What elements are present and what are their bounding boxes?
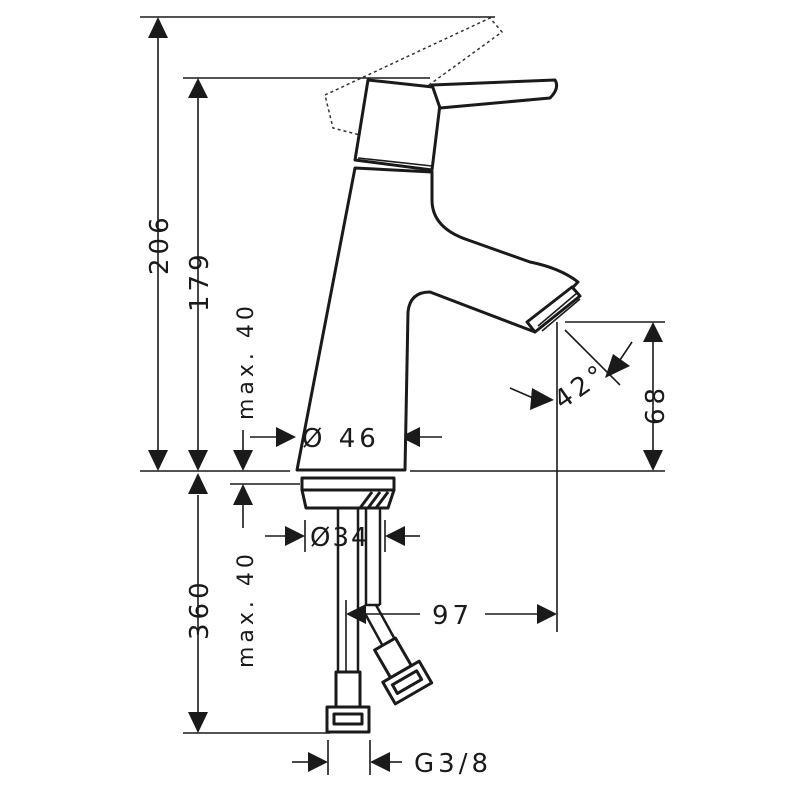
- dimension-68: [643, 322, 663, 471]
- dimension-360: [188, 473, 208, 733]
- dimension-angle-42: [509, 341, 633, 410]
- dimension-179: [188, 78, 208, 471]
- label-diameter-46: Ø 46: [302, 424, 380, 454]
- label-179: 179: [185, 250, 215, 312]
- shank-base: [300, 476, 396, 510]
- label-angle: 42°: [549, 358, 614, 416]
- label-206: 206: [145, 213, 175, 275]
- label-max40-upper: max. 40: [234, 302, 259, 420]
- label-diameter-34: Ø34: [310, 523, 370, 553]
- supply-hoses: [325, 508, 434, 734]
- lever-open-position-ghost: [324, 17, 504, 136]
- dimension-diameter-46: [250, 427, 442, 447]
- label-97: 97: [432, 601, 473, 631]
- faucet-body: [295, 166, 582, 472]
- label-360: 360: [185, 578, 215, 640]
- dimension-diameter-34: [265, 526, 420, 546]
- label-68: 68: [641, 384, 671, 425]
- dimension-206: [148, 17, 168, 471]
- dimension-max40-upper: [233, 430, 253, 471]
- dimension-max40-lower: [233, 484, 253, 528]
- label-max40-lower: max. 40: [234, 550, 259, 668]
- label-thread: G3/8: [414, 749, 492, 779]
- dimension-97: [346, 604, 557, 624]
- handle: [353, 78, 559, 172]
- dimension-thread: [292, 752, 402, 772]
